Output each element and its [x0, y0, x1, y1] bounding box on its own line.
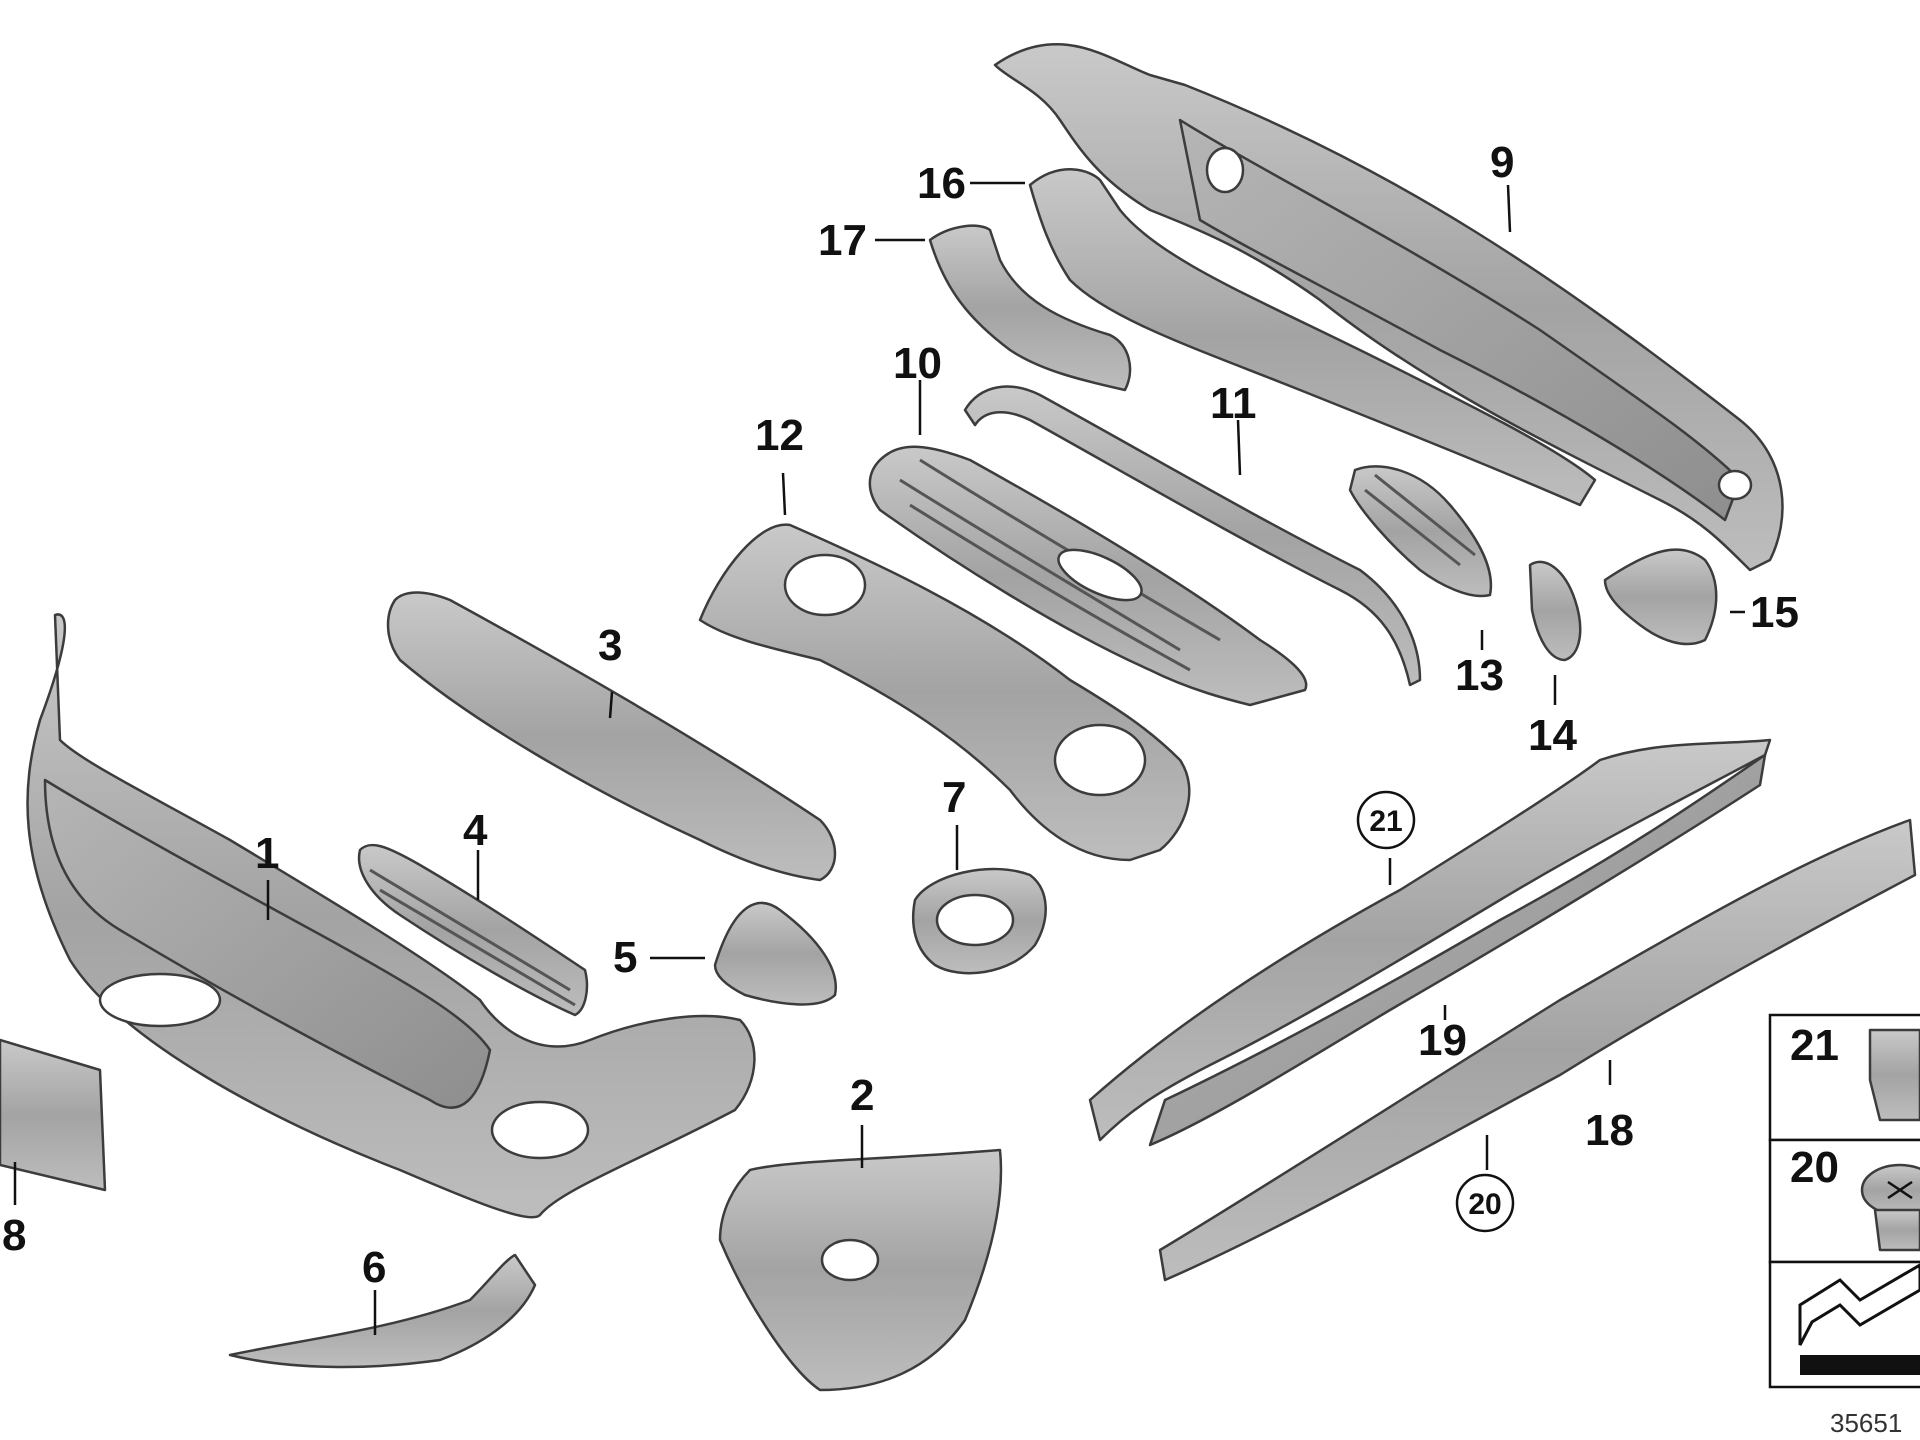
part-5-grille-insert: [713, 901, 837, 1006]
part-12-carrier: [698, 523, 1191, 862]
fastener-legend: 21 20: [1768, 1013, 1920, 1389]
callout-20: 20: [1468, 1188, 1501, 1221]
legend-item-21: 21: [1790, 1021, 1839, 1070]
callout-10: 10: [893, 339, 942, 388]
callout-13: 13: [1455, 651, 1504, 700]
callout-20-circled: 20: [1455, 1173, 1515, 1233]
callout-15: 15: [1750, 588, 1799, 637]
callout-2: 2: [850, 1071, 874, 1120]
callout-17: 17: [818, 216, 867, 265]
legend-item-20: 20: [1790, 1143, 1839, 1192]
callout-19: 19: [1418, 1016, 1467, 1065]
part-10-grille: [868, 445, 1308, 707]
leader-lines: [13, 181, 1745, 1335]
callout-labels: 9 16 17 10 11 12 3 1 4 5 7 13 14 15 19 1…: [2, 138, 1799, 1292]
callout-21: 21: [1369, 805, 1402, 838]
rivet-icon: [1860, 1163, 1920, 1252]
part-4-grille: [357, 843, 589, 1017]
callout-12: 12: [755, 411, 804, 460]
callout-4: 4: [463, 806, 488, 855]
part-3-trim-bar: [386, 591, 837, 882]
part-14-grille-insert: [1528, 560, 1582, 662]
part-15-bracket: [1603, 548, 1718, 646]
part-2-bracket: [718, 1148, 1003, 1392]
part-8-plate-bracket: [0, 1038, 107, 1192]
callout-21-circled: 21: [1356, 790, 1416, 850]
part-18-side-sill: [1158, 818, 1917, 1282]
callout-9: 9: [1490, 138, 1514, 187]
part-17-trim: [928, 224, 1132, 392]
part-6-trim-strip: [228, 1253, 537, 1369]
part-9-rear-bumper: [993, 43, 1784, 572]
reference-number: 35651: [1830, 1408, 1902, 1438]
part-16-trim: [1028, 168, 1597, 507]
clip-icon: [1868, 1028, 1920, 1122]
part-11-strip: [963, 385, 1422, 687]
part-7-fog-ring: [911, 867, 1047, 975]
part-1-front-bumper: [26, 613, 756, 1219]
callout-5: 5: [613, 933, 637, 982]
part-19-side-sill: [1088, 738, 1772, 1147]
callout-8: 8: [2, 1211, 26, 1260]
part-13-grille-insert: [1348, 465, 1493, 598]
callout-11: 11: [1210, 379, 1257, 428]
callout-16: 16: [917, 159, 966, 208]
callout-1: 1: [255, 829, 279, 878]
callout-18: 18: [1585, 1106, 1634, 1155]
callout-7: 7: [942, 773, 966, 822]
callout-14: 14: [1528, 711, 1577, 760]
callout-3: 3: [598, 621, 622, 670]
notice-arrow-icon: [1798, 1263, 1920, 1375]
callout-6: 6: [362, 1243, 386, 1292]
